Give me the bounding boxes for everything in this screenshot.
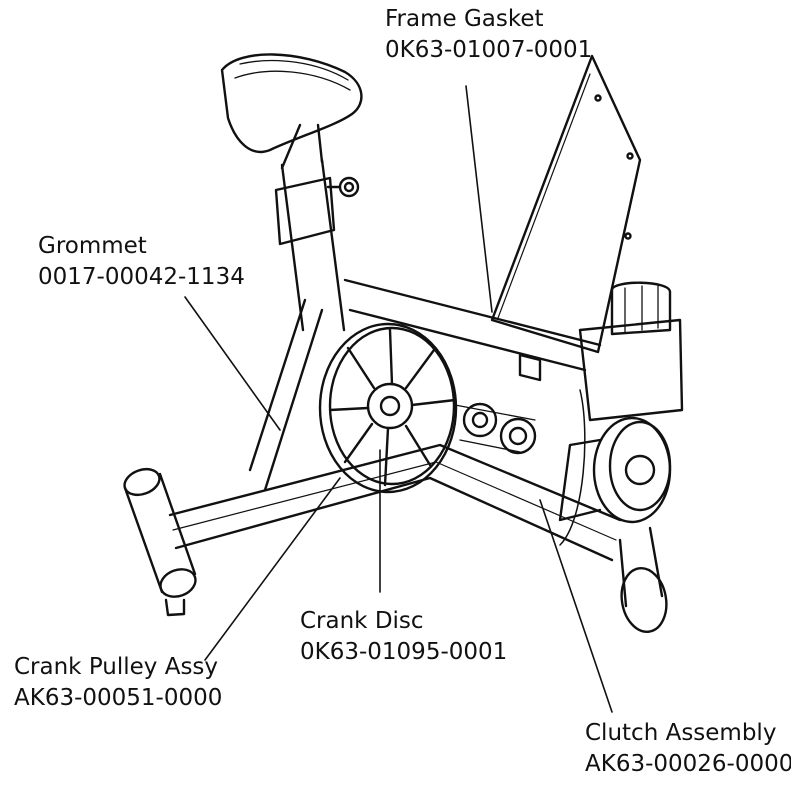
clutch-assembly-callout: Clutch Assembly AK63-00026-0000 [585, 718, 791, 780]
rear-stabilizer [123, 467, 197, 617]
clutch-assembly [558, 389, 672, 546]
crank-pulley-callout: Crank Pulley Assy AK63-00051-0000 [14, 652, 222, 714]
clutch-assembly-leader [539, 499, 613, 713]
grommet-callout: Grommet 0017-00042-1134 [38, 231, 245, 293]
lower-frame-tube [168, 443, 622, 562]
tension-housing [578, 281, 684, 422]
frame-gasket-callout: Frame Gasket 0K63-01007-0001 [385, 4, 592, 66]
seat [220, 53, 363, 153]
crank-disc [318, 322, 458, 494]
crank-pulley-leader [204, 477, 341, 661]
frame-gasket-label: Frame Gasket [385, 6, 544, 32]
grommet-leader [184, 296, 281, 431]
crank-pulley-label: Crank Pulley Assy [14, 654, 219, 680]
crank-disc-part-number: 0K63-01095-0001 [300, 639, 508, 665]
grommet-part-number: 0017-00042-1134 [38, 264, 245, 290]
frame-gasket-part-number: 0K63-01007-0001 [385, 37, 593, 63]
main-frame-tube [248, 278, 602, 492]
frame-gasket-leader [465, 85, 493, 313]
clutch-assembly-part-number: AK63-00026-0000 [585, 751, 791, 777]
leader-lines [184, 85, 613, 713]
front-stabilizer [618, 526, 668, 633]
crank-pulley [454, 402, 537, 455]
crank-pulley-part-number: AK63-00051-0000 [14, 685, 223, 711]
frame-gasket-panel [490, 54, 642, 354]
crank-disc-label: Crank Disc [300, 608, 424, 634]
seat-post [274, 123, 360, 332]
grommet-label: Grommet [38, 233, 147, 259]
crank-disc-callout: Crank Disc 0K63-01095-0001 [300, 606, 507, 668]
clutch-assembly-label: Clutch Assembly [585, 720, 777, 746]
